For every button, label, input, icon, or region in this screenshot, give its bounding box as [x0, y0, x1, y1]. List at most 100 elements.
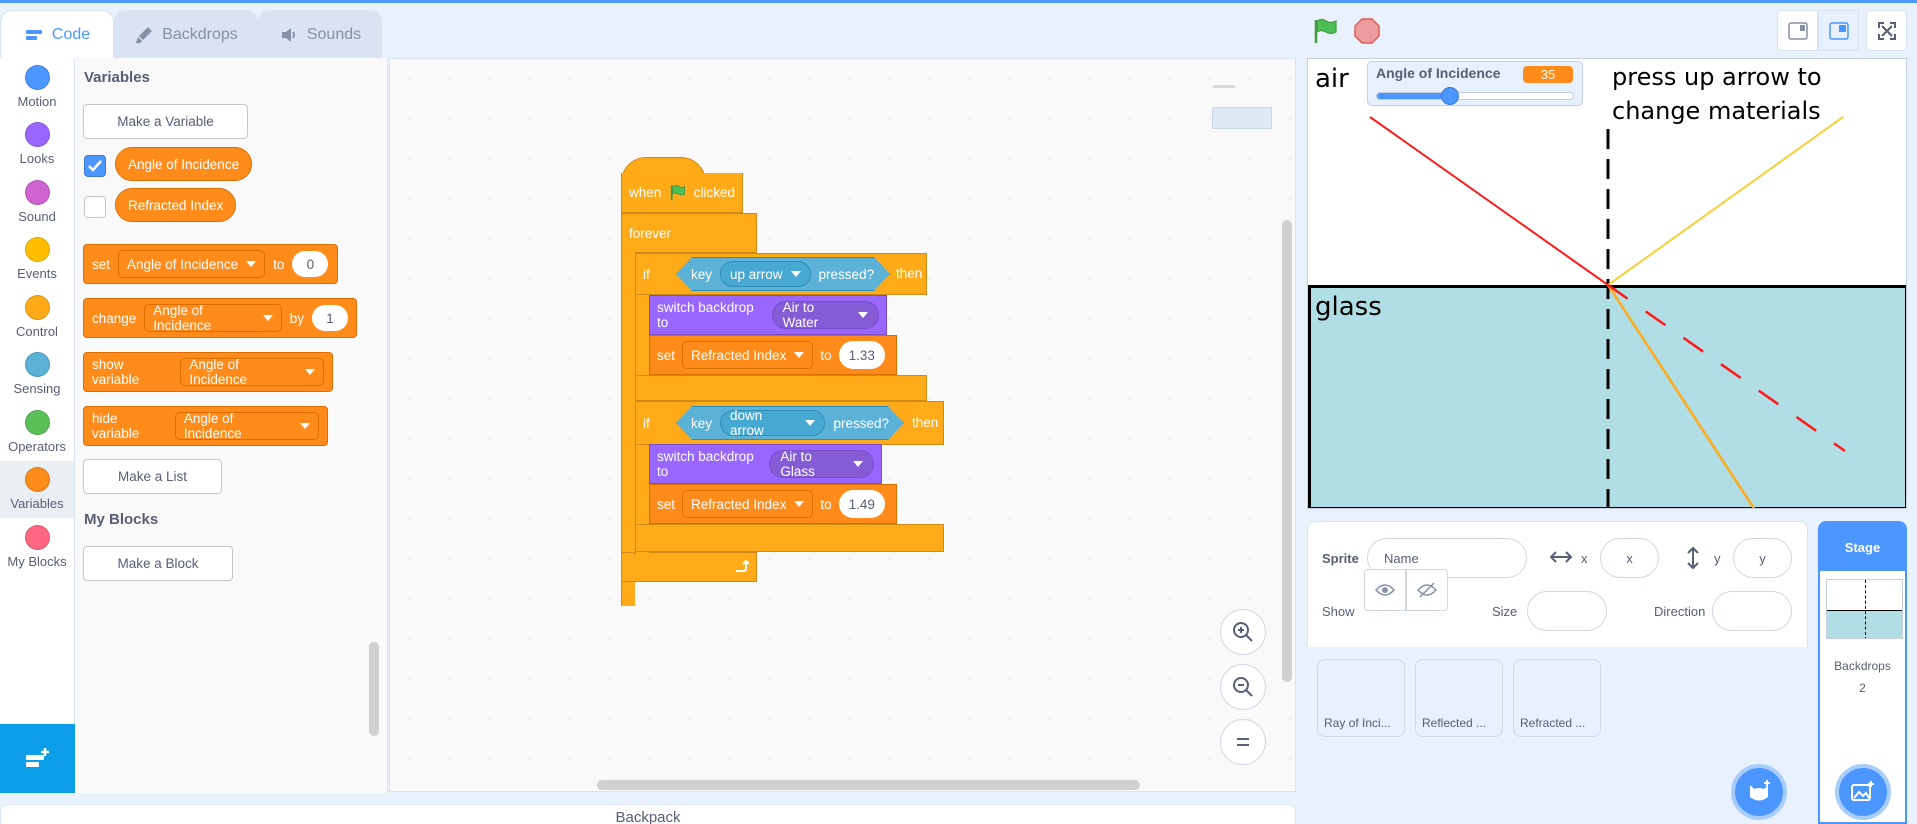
- then1-word: then: [896, 266, 923, 281]
- change-var-dropdown[interactable]: Angle of Incidence: [144, 303, 282, 333]
- add-sprite-button[interactable]: [1731, 764, 1787, 820]
- switch2-word: switch backdrop to: [657, 449, 754, 479]
- category-looks[interactable]: Looks: [0, 116, 74, 174]
- palette-scrollbar[interactable]: [369, 642, 379, 736]
- x-input[interactable]: x: [1600, 538, 1659, 578]
- key-down-pressed-block[interactable]: key down arrow pressed?: [676, 406, 904, 440]
- top-accent-line: [0, 0, 1917, 3]
- category-label: Events: [17, 266, 57, 282]
- var-refracted-index[interactable]: Refracted Index: [115, 188, 237, 222]
- category-sensing[interactable]: Sensing: [0, 346, 74, 404]
- normal-stage-button[interactable]: [1818, 10, 1859, 51]
- direction-input[interactable]: [1712, 591, 1792, 631]
- add-backdrop-button[interactable]: [1835, 764, 1891, 820]
- stage-selector[interactable]: Stage Backdrops 2: [1818, 521, 1907, 824]
- fullscreen-button[interactable]: [1866, 10, 1907, 51]
- script-vertical-scrollbar[interactable]: [1282, 220, 1292, 682]
- hide-variable-word: hide variable: [92, 411, 140, 441]
- horizontal-arrows-icon: [1550, 551, 1572, 563]
- x-label: x: [1581, 551, 1588, 566]
- fullscreen-icon: [1877, 21, 1896, 40]
- slider-thumb[interactable]: [1441, 87, 1460, 105]
- category-color-dot: [24, 122, 50, 148]
- show-sprite-button[interactable]: [1364, 569, 1406, 611]
- key1-name: up arrow: [730, 266, 783, 282]
- tab-code[interactable]: Code: [0, 10, 114, 58]
- sprite-label: Sprite: [1322, 551, 1359, 566]
- instruction-line-1: press up arrow to: [1612, 63, 1822, 91]
- backdrop2-dropdown[interactable]: Air to Glass: [769, 449, 874, 479]
- switch-backdrop-glass-block[interactable]: switch backdrop to Air to Glass: [649, 444, 882, 484]
- set1-var-dropdown[interactable]: Refracted Index: [682, 341, 814, 369]
- make-variable-button[interactable]: Make a Variable: [83, 104, 248, 139]
- stop-button[interactable]: [1353, 17, 1381, 45]
- hide-sprite-button[interactable]: [1406, 569, 1448, 611]
- sprite-tile-ray-of-incidence[interactable]: Ray of Inci...: [1317, 659, 1405, 737]
- set-refracted-index-149-block[interactable]: set Refracted Index to 1.49: [649, 484, 897, 524]
- set1-value[interactable]: 1.33: [838, 341, 885, 369]
- set1-word: set: [657, 347, 676, 363]
- set-refracted-index-133-block[interactable]: set Refracted Index to 1.33: [649, 335, 897, 375]
- tab-sounds-label: Sounds: [306, 25, 362, 43]
- tab-backdrops[interactable]: Backdrops: [114, 10, 258, 58]
- backdrop1-dropdown[interactable]: Air to Water: [771, 300, 879, 330]
- sprite-tile-refracted[interactable]: Refracted ...: [1513, 659, 1601, 737]
- set-var-dropdown[interactable]: Angle of Incidence: [118, 250, 266, 278]
- stage-canvas[interactable]: air glass press up arrow to change mater…: [1307, 58, 1907, 509]
- angle-monitor[interactable]: Angle of Incidence 35: [1367, 61, 1583, 106]
- script-area[interactable]: when clicked forever if key up arrow pre…: [389, 58, 1296, 792]
- size-input[interactable]: [1527, 591, 1607, 631]
- zoom-reset-button[interactable]: [1220, 719, 1266, 765]
- change-variable-block[interactable]: change Angle of Incidence by 1: [83, 298, 357, 338]
- show-var-dropdown[interactable]: Angle of Incidence: [180, 357, 324, 387]
- category-sound[interactable]: Sound: [0, 173, 74, 231]
- instruction-line-2: change materials: [1612, 97, 1821, 125]
- by-word: by: [289, 310, 304, 326]
- hide-var-dropdown[interactable]: Angle of Incidence: [174, 411, 319, 441]
- category-operators[interactable]: Operators: [0, 403, 74, 461]
- make-block-button[interactable]: Make a Block: [83, 546, 233, 581]
- set-word: set: [92, 256, 111, 272]
- zoom-out-button[interactable]: [1220, 664, 1266, 710]
- category-motion[interactable]: Motion: [0, 58, 74, 116]
- hide-variable-block[interactable]: hide variable Angle of Incidence: [83, 406, 328, 446]
- backdrop2-name: Air to Glass: [780, 449, 815, 479]
- small-stage-button[interactable]: [1777, 10, 1818, 51]
- key-up-pressed-block[interactable]: key up arrow pressed?: [676, 257, 890, 291]
- set-value-slot[interactable]: 0: [292, 251, 329, 277]
- change-value-slot[interactable]: 1: [312, 305, 348, 331]
- tab-sounds[interactable]: Sounds: [258, 10, 382, 58]
- backpack[interactable]: Backpack: [0, 804, 1296, 824]
- code-icon: [25, 29, 42, 40]
- forever-arm: [621, 251, 635, 606]
- forever-block[interactable]: forever: [621, 213, 757, 253]
- category-events[interactable]: Events: [0, 231, 74, 289]
- set2-value[interactable]: 1.49: [838, 490, 885, 518]
- when-flag-clicked-block[interactable]: when clicked: [621, 173, 743, 213]
- set-variable-block[interactable]: set Angle of Incidence to 0: [83, 244, 338, 284]
- var-angle-of-incidence[interactable]: Angle of Incidence: [115, 147, 253, 181]
- when-word: when: [629, 185, 662, 200]
- angle-slider[interactable]: [1376, 87, 1574, 105]
- forever-bottom: [621, 552, 757, 582]
- switch-backdrop-water-block[interactable]: switch backdrop to Air to Water: [649, 295, 887, 335]
- zoom-in-button[interactable]: [1220, 609, 1266, 655]
- add-extension-button[interactable]: [0, 724, 75, 793]
- sprite-tile-reflected[interactable]: Reflected ...: [1415, 659, 1503, 737]
- key2-dropdown[interactable]: down arrow: [720, 410, 825, 436]
- make-list-button[interactable]: Make a List: [83, 459, 222, 494]
- green-flag-button[interactable]: [1311, 17, 1339, 45]
- green-flag-icon: [671, 184, 686, 200]
- var2-monitor-checkbox[interactable]: [84, 196, 106, 218]
- var1-monitor-checkbox[interactable]: [84, 155, 106, 177]
- category-label: Sound: [18, 208, 56, 224]
- show-variable-block[interactable]: show variable Angle of Incidence: [83, 352, 333, 392]
- category-my-blocks[interactable]: My Blocks: [0, 518, 74, 576]
- category-control[interactable]: Control: [0, 288, 74, 346]
- set2-var-dropdown[interactable]: Refracted Index: [682, 490, 814, 518]
- category-variables[interactable]: Variables: [0, 460, 74, 518]
- script-horizontal-scrollbar[interactable]: [597, 780, 1140, 790]
- key1-dropdown[interactable]: up arrow: [720, 261, 811, 287]
- y-input[interactable]: y: [1733, 538, 1792, 578]
